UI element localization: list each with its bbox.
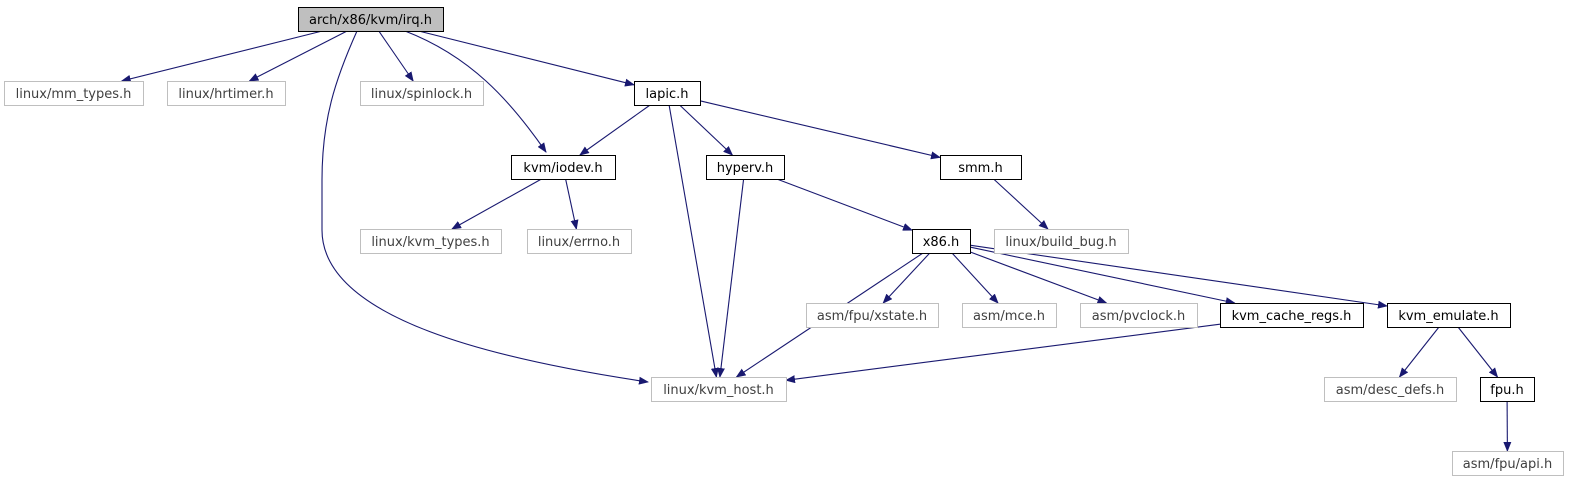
- edge-lapic-to-hyperv: [679, 104, 734, 156]
- node-box-hrtimer: [167, 81, 286, 106]
- node-box-spinlock: [360, 81, 484, 106]
- node-label-build_bug: linux/build_bug.h: [1005, 235, 1116, 250]
- edge-iodev-to-errno: [565, 178, 579, 230]
- node-label-errno: linux/errno.h: [538, 235, 620, 250]
- node-hrtimer[interactable]: linux/hrtimer.h: [167, 81, 286, 106]
- node-cache_regs[interactable]: kvm_cache_regs.h: [1220, 303, 1364, 328]
- node-fpu_api[interactable]: asm/fpu/api.h: [1452, 451, 1564, 476]
- node-label-spinlock: linux/spinlock.h: [371, 87, 472, 102]
- node-box-cache_regs: [1220, 303, 1364, 328]
- edge-irq-to-spinlock: [378, 30, 414, 82]
- node-box-errno: [527, 229, 632, 254]
- node-pvclock[interactable]: asm/pvclock.h: [1080, 303, 1198, 328]
- edge-x86-to-emulate: [969, 244, 1388, 309]
- node-x86[interactable]: x86.h: [912, 229, 971, 254]
- node-label-irq: arch/x86/kvm/irq.h: [309, 13, 432, 28]
- edge-x86-to-xstate: [882, 252, 931, 304]
- node-label-hrtimer: linux/hrtimer.h: [178, 87, 273, 102]
- node-box-kvm_types: [360, 229, 502, 254]
- node-box-irq: [298, 7, 444, 32]
- node-kvm_host[interactable]: linux/kvm_host.h: [651, 377, 787, 402]
- edge-x86-to-mce: [951, 252, 999, 304]
- node-box-mce: [962, 303, 1057, 328]
- node-label-mce: asm/mce.h: [973, 309, 1045, 324]
- node-smm[interactable]: smm.h: [940, 155, 1022, 180]
- nodes-layer: arch/x86/kvm/irq.h linux/mm_types.h linux/…: [4, 7, 1564, 476]
- edge-irq-to-iodev: [404, 30, 547, 153]
- node-label-kvm_types: linux/kvm_types.h: [371, 235, 489, 250]
- node-box-build_bug: [994, 229, 1129, 254]
- node-fpu[interactable]: fpu.h: [1480, 377, 1535, 402]
- edge-x86-to-cache_regs: [969, 246, 1236, 306]
- node-label-mm_types: linux/mm_types.h: [16, 87, 132, 102]
- node-label-lapic: lapic.h: [646, 87, 689, 102]
- edge-emulate-to-desc_defs: [1398, 326, 1440, 378]
- node-emulate[interactable]: kvm_emulate.h: [1387, 303, 1511, 328]
- node-label-fpu_api: asm/fpu/api.h: [1463, 457, 1552, 472]
- edge-irq-to-kvm_host: [321, 30, 649, 385]
- edge-cache_regs-to-kvm_host: [785, 323, 1221, 384]
- node-spinlock[interactable]: linux/spinlock.h: [360, 81, 484, 106]
- node-box-hyperv: [706, 155, 785, 180]
- edges-layer: [120, 30, 1512, 452]
- edge-x86-to-pvclock: [969, 251, 1108, 304]
- edge-lapic-to-smm: [699, 100, 941, 160]
- node-label-smm: smm.h: [958, 161, 1002, 176]
- node-kvm_types[interactable]: linux/kvm_types.h: [360, 229, 502, 254]
- node-errno[interactable]: linux/errno.h: [527, 229, 632, 254]
- node-mce[interactable]: asm/mce.h: [962, 303, 1057, 328]
- node-box-fpu: [1480, 377, 1535, 402]
- node-xstate[interactable]: asm/fpu/xstate.h: [806, 303, 939, 328]
- edge-hyperv-to-kvm_host: [716, 178, 745, 378]
- edge-irq-to-mm_types: [120, 30, 323, 83]
- node-box-lapic: [634, 81, 701, 106]
- node-box-xstate: [806, 303, 939, 328]
- node-desc_defs[interactable]: asm/desc_defs.h: [1324, 377, 1457, 402]
- edge-iodev-to-kvm_types: [451, 178, 542, 230]
- node-label-cache_regs: kvm_cache_regs.h: [1232, 309, 1352, 324]
- node-irq: arch/x86/kvm/irq.h: [298, 7, 444, 32]
- node-box-fpu_api: [1452, 451, 1564, 476]
- node-label-kvm_host: linux/kvm_host.h: [663, 383, 774, 398]
- edge-irq-to-lapic: [418, 30, 635, 87]
- node-box-iodev: [511, 155, 616, 180]
- node-label-xstate: asm/fpu/xstate.h: [817, 309, 927, 324]
- edge-irq-to-hrtimer: [248, 30, 348, 82]
- node-label-iodev: kvm/iodev.h: [523, 161, 602, 176]
- node-box-x86: [912, 229, 971, 254]
- node-box-mm_types: [4, 81, 144, 106]
- node-box-emulate: [1387, 303, 1511, 328]
- node-lapic[interactable]: lapic.h: [634, 81, 701, 106]
- node-mm_types[interactable]: linux/mm_types.h: [4, 81, 144, 106]
- edge-lapic-to-kvm_host: [668, 104, 719, 378]
- node-label-fpu: fpu.h: [1490, 383, 1523, 398]
- node-build_bug[interactable]: linux/build_bug.h: [994, 229, 1129, 254]
- node-box-desc_defs: [1324, 377, 1457, 402]
- node-label-desc_defs: asm/desc_defs.h: [1336, 383, 1444, 398]
- node-hyperv[interactable]: hyperv.h: [706, 155, 785, 180]
- node-box-kvm_host: [651, 377, 787, 402]
- edge-smm-to-build_bug: [993, 178, 1049, 230]
- node-label-x86: x86.h: [923, 235, 960, 250]
- node-label-hyperv: hyperv.h: [717, 161, 774, 176]
- node-iodev[interactable]: kvm/iodev.h: [511, 155, 616, 180]
- edge-lapic-to-iodev: [579, 104, 651, 156]
- node-label-emulate: kvm_emulate.h: [1398, 309, 1498, 324]
- node-box-smm: [940, 155, 1022, 180]
- edge-hyperv-to-x86: [776, 178, 913, 231]
- node-box-pvclock: [1080, 303, 1198, 328]
- edge-emulate-to-fpu: [1457, 326, 1499, 378]
- node-label-pvclock: asm/pvclock.h: [1092, 309, 1186, 324]
